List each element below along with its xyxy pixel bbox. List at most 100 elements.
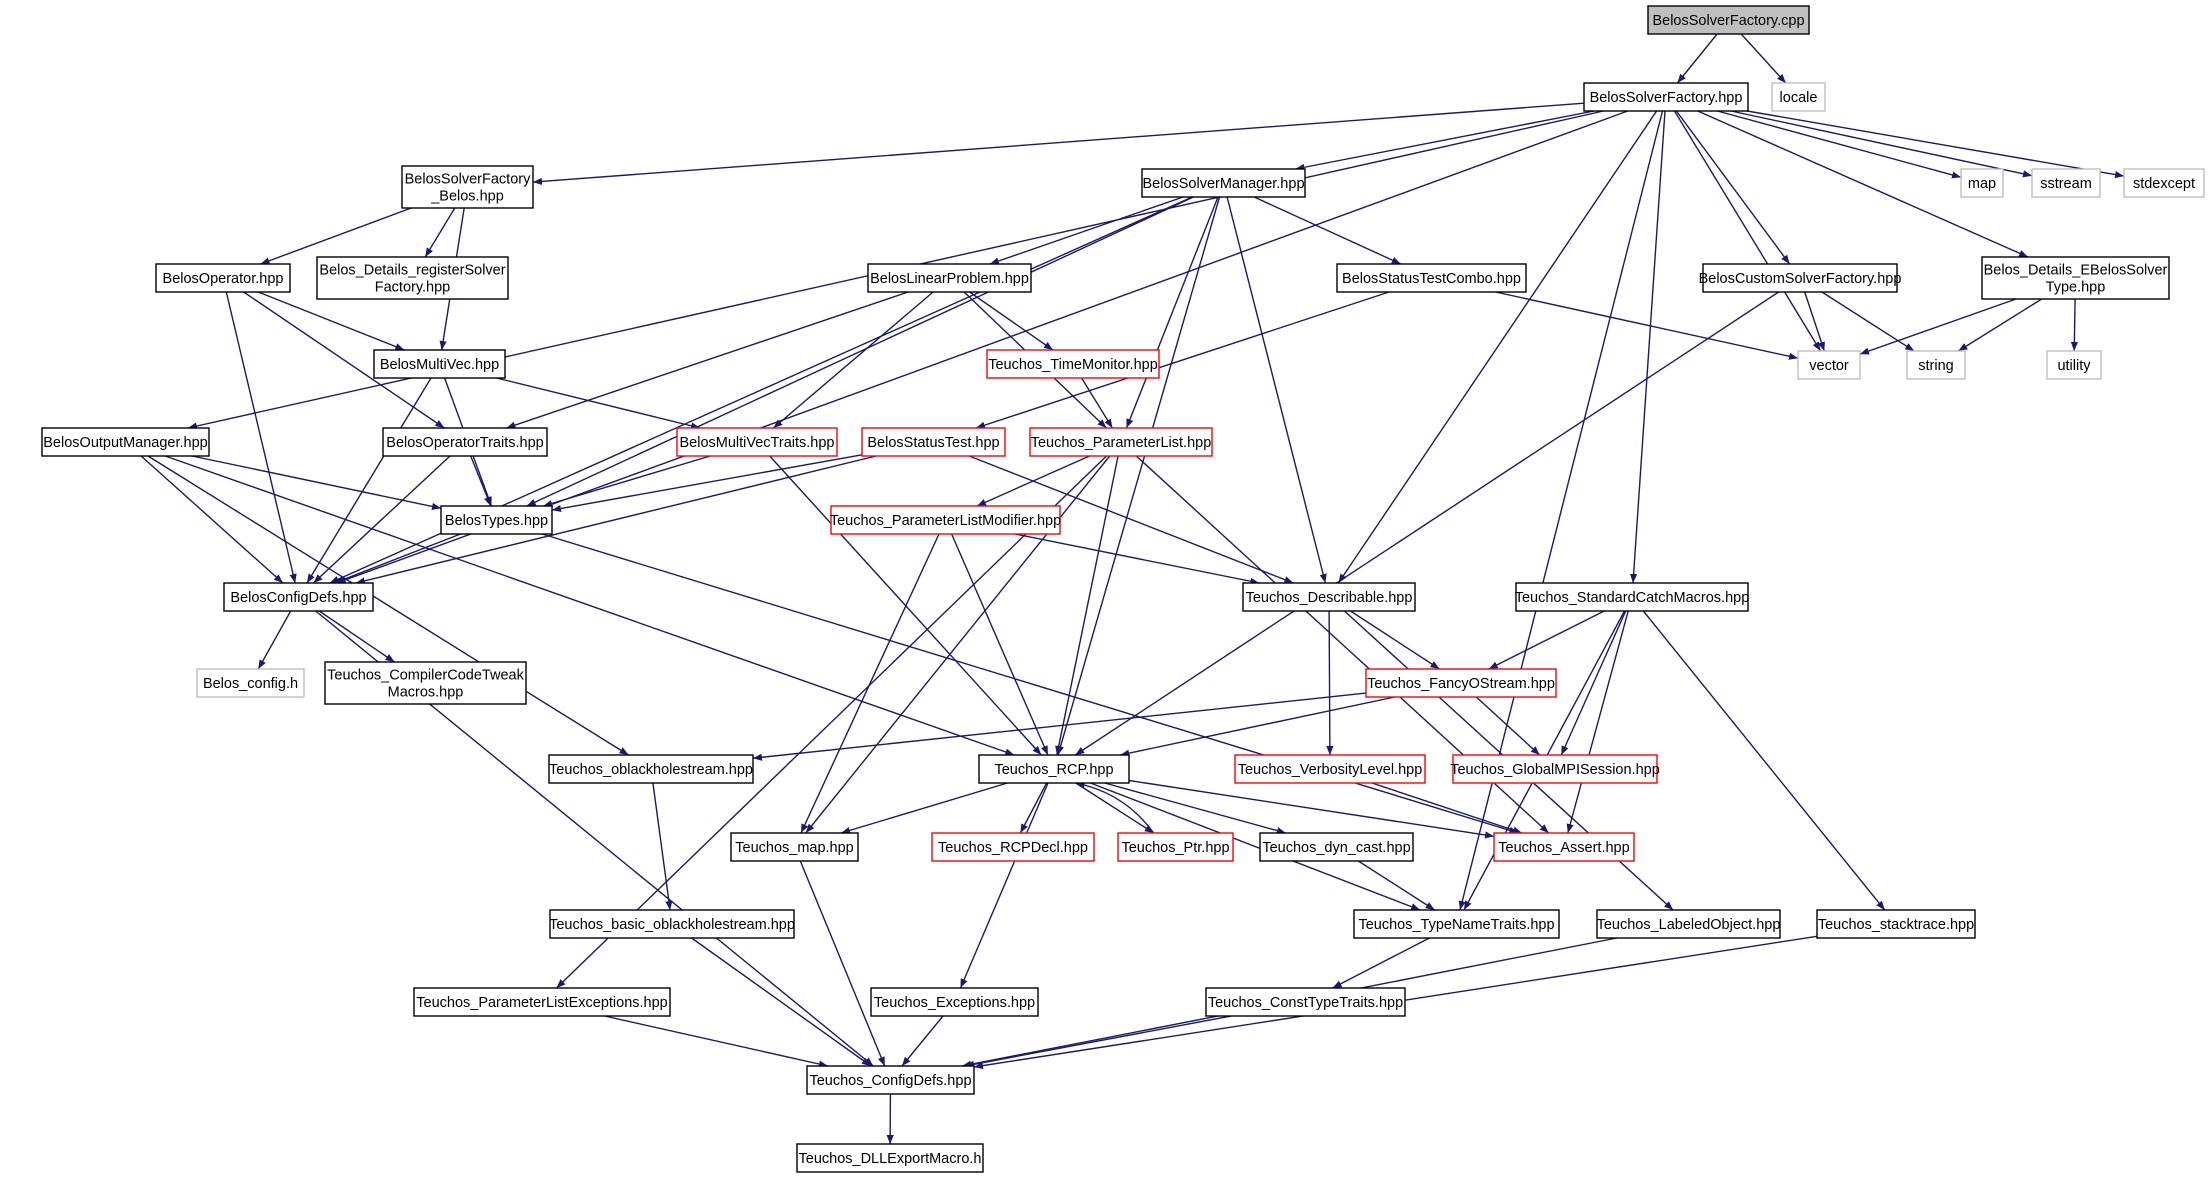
node-label-bsm: BelosSolverManager.hpp (1142, 176, 1304, 192)
node-label-consttype: Teuchos_ConstTypeTraits.hpp (1208, 995, 1403, 1011)
node-mvtraits[interactable]: BelosMultiVecTraits.hpp (676, 427, 838, 457)
node-label-typename: Teuchos_TypeNameTraits.hpp (1358, 917, 1554, 933)
node-box-plexceptions (413, 987, 671, 1017)
node-root[interactable]: BelosSolverFactory.cpp (1647, 5, 1810, 35)
node-box-paramlist (1029, 427, 1213, 457)
node-labeled[interactable]: Teuchos_LabeledObject.hpp (1596, 909, 1781, 939)
edge-stdcatch-to-fancyostream (1488, 610, 1605, 670)
node-label-statustest: BelosStatusTest.hpp (867, 435, 999, 451)
node-outmgr[interactable]: BelosOutputManager.hpp (41, 427, 210, 457)
node-dyncast[interactable]: Teuchos_dyn_cast.hpp (1259, 832, 1414, 862)
edge-optraits-to-belostypes (470, 455, 492, 507)
node-box-bsm (1141, 168, 1306, 198)
node-plmodifier[interactable]: Teuchos_ParameterListModifier.hpp (830, 505, 1061, 535)
edge-plmodifier-to-tmap (800, 533, 940, 834)
node-box-statustest (861, 427, 1006, 457)
edge-statustest-to-describable (968, 455, 1294, 584)
node-belosconfig[interactable]: Belos_config.h (196, 668, 305, 698)
node-bsf_belos[interactable]: BelosSolverFactory_Belos.hpp (401, 165, 534, 209)
node-linprob[interactable]: BelosLinearProblem.hpp (867, 263, 1032, 293)
edge-rcp-to-tmap (840, 782, 1008, 834)
node-oblackhole[interactable]: Teuchos_oblackholestream.hpp (548, 754, 754, 784)
node-label-esolvertype: Belos_Details_EBelosSolver (1984, 263, 2168, 279)
node-label-configdefs: BelosConfigDefs.hpp (230, 590, 366, 606)
edge-rcp-to-typename (1090, 782, 1421, 911)
node-verbosity[interactable]: Teuchos_VerbosityLevel.hpp (1234, 754, 1426, 784)
node-label-plexceptions: Teuchos_ParameterListExceptions.hpp (416, 995, 667, 1011)
node-typename[interactable]: Teuchos_TypeNameTraits.hpp (1353, 909, 1560, 939)
node-belostypes[interactable]: BelosTypes.hpp (440, 505, 553, 535)
node-configdefs[interactable]: BelosConfigDefs.hpp (223, 582, 374, 612)
node-label-belostypes: BelosTypes.hpp (445, 513, 548, 529)
node-tmap[interactable]: Teuchos_map.hpp (730, 832, 859, 862)
node-exceptions[interactable]: Teuchos_Exceptions.hpp (870, 987, 1039, 1017)
node-sstream[interactable]: sstream (2031, 168, 2101, 198)
node-box-timemon (986, 349, 1160, 379)
edge-oblackhole-to-basicoblack (652, 782, 673, 911)
edge-esolvertype-to-utility (2070, 298, 2078, 352)
node-box-fancyostream (1365, 668, 1557, 698)
edge-multivec-to-mvtraits (496, 377, 701, 430)
node-rcpdecl[interactable]: Teuchos_RCPDecl.hpp (931, 832, 1095, 862)
node-fancyostream[interactable]: Teuchos_FancyOStream.hpp (1365, 668, 1557, 698)
node-string[interactable]: string (1906, 350, 1966, 380)
node-box-customsf (1702, 263, 1898, 293)
edge-tmap-to-tconfigdefs (799, 860, 886, 1067)
edge-rcp-to-assert (1128, 779, 1495, 839)
edge-bsm-to-linprob (989, 196, 1184, 265)
node-basicoblack[interactable]: Teuchos_basic_oblackholestream.hpp (549, 909, 795, 939)
edge-multivec-to-configdefs (306, 377, 432, 584)
node-label-basicoblack: Teuchos_basic_oblackholestream.hpp (549, 917, 795, 933)
node-assert[interactable]: Teuchos_Assert.hpp (1493, 832, 1635, 862)
node-stdexcept[interactable]: stdexcept (2123, 168, 2205, 198)
node-label-multivec: BelosMultiVec.hpp (380, 357, 499, 373)
node-describable[interactable]: Teuchos_Describable.hpp (1242, 582, 1416, 612)
node-stdcatch[interactable]: Teuchos_StandardCatchMacros.hpp (1515, 582, 1750, 612)
node-ptr[interactable]: Teuchos_Ptr.hpp (1117, 832, 1234, 862)
node-customsf[interactable]: BelosCustomSolverFactory.hpp (1699, 263, 1902, 293)
node-rcp[interactable]: Teuchos_RCP.hpp (978, 754, 1130, 784)
node-label-compilertweak: Macros.hpp (388, 685, 464, 701)
node-consttype[interactable]: Teuchos_ConstTypeTraits.hpp (1205, 987, 1406, 1017)
node-stacktrace[interactable]: Teuchos_stacktrace.hpp (1816, 909, 1976, 939)
node-vector[interactable]: vector (1797, 350, 1861, 380)
edge-esolvertype-to-vector (1859, 298, 2017, 355)
node-stcombo[interactable]: BelosStatusTestCombo.hpp (1336, 263, 1527, 293)
edge-dyncast-to-typename (1357, 860, 1436, 911)
node-label-oblackhole: Teuchos_oblackholestream.hpp (549, 762, 753, 778)
node-box-locale (1771, 82, 1826, 112)
node-locale[interactable]: locale (1771, 82, 1826, 112)
node-globalmpi[interactable]: Teuchos_GlobalMPISession.hpp (1450, 754, 1660, 784)
node-label-stacktrace: Teuchos_stacktrace.hpp (1818, 917, 1974, 933)
node-plexceptions[interactable]: Teuchos_ParameterListExceptions.hpp (413, 987, 671, 1017)
node-belosop[interactable]: BelosOperator.hpp (155, 263, 291, 293)
edge-stdcatch-to-stacktrace (1642, 610, 1886, 911)
node-optraits[interactable]: BelosOperatorTraits.hpp (382, 427, 548, 457)
edge-ptr-to-rcp (1075, 781, 1155, 834)
node-dllexport[interactable]: Teuchos_DLLExportMacro.h (796, 1143, 984, 1173)
node-box-ptr (1117, 832, 1234, 862)
edge-rcp-to-exceptions (959, 782, 1049, 989)
node-label-map: map (1968, 176, 1996, 192)
node-utility[interactable]: utility (2046, 350, 2102, 380)
node-bsf_hpp[interactable]: BelosSolverFactory.hpp (1583, 82, 1749, 112)
node-box-verbosity (1234, 754, 1426, 784)
node-timemon[interactable]: Teuchos_TimeMonitor.hpp (986, 349, 1160, 379)
node-tconfigdefs[interactable]: Teuchos_ConfigDefs.hpp (806, 1065, 975, 1095)
node-statustest[interactable]: BelosStatusTest.hpp (861, 427, 1006, 457)
node-multivec[interactable]: BelosMultiVec.hpp (373, 349, 506, 379)
node-label-belosop: BelosOperator.hpp (163, 271, 284, 287)
node-label-locale: locale (1780, 90, 1818, 106)
node-bsm[interactable]: BelosSolverManager.hpp (1141, 168, 1306, 198)
node-label-verbosity: Teuchos_VerbosityLevel.hpp (1238, 762, 1423, 778)
edge-bsf_hpp-to-vector (1673, 110, 1822, 352)
edge-bsf_hpp-to-bsm (1295, 110, 1595, 171)
node-paramlist[interactable]: Teuchos_ParameterList.hpp (1029, 427, 1213, 457)
node-map[interactable]: map (1960, 168, 2004, 198)
node-box-belosconfig (196, 668, 305, 698)
edge-basicoblack-to-tconfigdefs (691, 937, 872, 1067)
